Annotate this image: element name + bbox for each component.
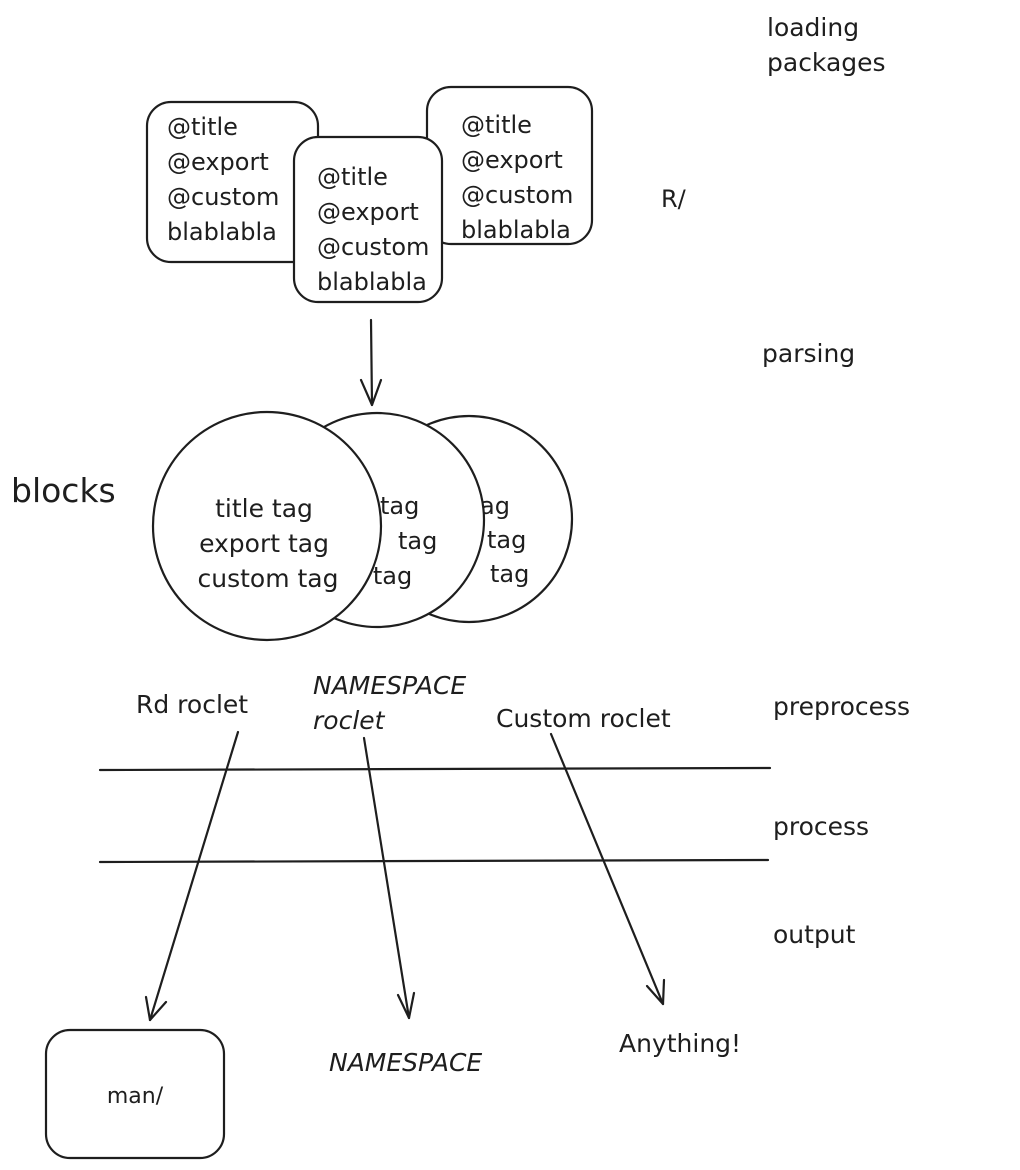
stage-label-output: output [773, 920, 856, 949]
source-card-2-text: @title @export @custom blablabla [317, 163, 437, 296]
rd-roclet-arrow [144, 730, 240, 1022]
man-directory-label: man/ [107, 1084, 164, 1109]
source-card-1-text: @title @export @custom blablabla [167, 113, 287, 246]
preprocess-process-divider [98, 766, 772, 772]
man-directory-box: man/ [44, 1028, 226, 1160]
rd-roclet-label: Rd roclet [136, 690, 248, 719]
block-circle-back-text: ag tag tag [480, 492, 534, 588]
source-card-3: @title @export @custom blablabla [425, 85, 594, 246]
source-card-3-text: @title @export @custom blablabla [461, 111, 581, 244]
stage-label-loading: loading packages [767, 13, 886, 77]
custom-roclet-arrow [549, 732, 666, 1006]
stage-label-process: process [773, 812, 869, 841]
custom-roclet-label: Custom roclet [496, 704, 671, 733]
namespace-roclet-arrow [362, 736, 416, 1020]
blocks-label: blocks [11, 471, 116, 510]
source-card-1: @title @export @custom blablabla [145, 100, 320, 264]
block-circle-front: title tag export tag custom tag [151, 410, 383, 642]
stage-label-preprocess: preprocess [773, 692, 910, 721]
process-output-divider [98, 858, 770, 864]
namespace-output-label: NAMESPACE [329, 1048, 482, 1077]
r-directory-label: R/ [661, 185, 687, 213]
source-card-2: @title @export @custom blablabla [292, 135, 444, 304]
anything-output-label: Anything! [619, 1029, 741, 1058]
namespace-roclet-label: NAMESPACE roclet [313, 671, 474, 735]
parsing-arrow [359, 318, 383, 407]
stage-label-parsing: parsing [762, 339, 855, 368]
block-circle-front-text: title tag export tag custom tag [197, 494, 338, 593]
